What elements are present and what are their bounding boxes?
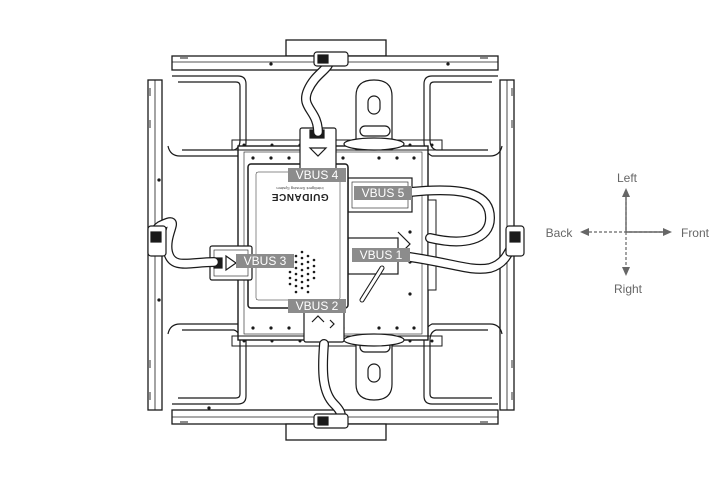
label-vbus4: VBUS 4 bbox=[288, 168, 346, 182]
arrow-left-icon bbox=[622, 188, 630, 197]
arrow-back-icon bbox=[580, 228, 589, 236]
label-vbus5-text: VBUS 5 bbox=[362, 186, 405, 200]
logo-brand: GUIDANCE bbox=[271, 191, 328, 202]
direction-left: Left bbox=[617, 171, 638, 185]
guidance-core-unit: GUIDANCE Intelligent Sensing System bbox=[247, 163, 349, 309]
label-vbus5: VBUS 5 bbox=[354, 186, 412, 200]
label-vbus4-text: VBUS 4 bbox=[296, 168, 339, 182]
top-sensor-mount bbox=[343, 79, 405, 151]
guidance-logo: GUIDANCE Intelligent Sensing System bbox=[271, 186, 328, 202]
label-vbus3: VBUS 3 bbox=[236, 254, 294, 268]
vbus2-connector bbox=[303, 309, 345, 343]
direction-front: Front bbox=[681, 226, 710, 240]
logo-tagline: Intelligent Sensing System bbox=[276, 186, 324, 191]
label-vbus1-text: VBUS 1 bbox=[360, 248, 403, 262]
direction-right: Right bbox=[614, 282, 643, 296]
label-vbus1: VBUS 1 bbox=[352, 248, 410, 262]
rail-connectors bbox=[147, 51, 525, 429]
bottom-sensor-mount bbox=[343, 333, 405, 401]
label-vbus2-text: VBUS 2 bbox=[296, 299, 339, 313]
front-rail-slot bbox=[427, 199, 437, 291]
label-vbus2: VBUS 2 bbox=[288, 299, 346, 313]
orientation-compass bbox=[580, 188, 672, 276]
direction-back: Back bbox=[546, 226, 574, 240]
rail-details bbox=[149, 57, 513, 423]
vbus-labels: VBUS 4 VBUS 5 VBUS 3 VBUS 1 VBUS 2 bbox=[236, 168, 412, 313]
arrow-right-icon bbox=[622, 267, 630, 276]
label-vbus3-text: VBUS 3 bbox=[244, 254, 287, 268]
arrow-front-icon bbox=[663, 228, 672, 236]
